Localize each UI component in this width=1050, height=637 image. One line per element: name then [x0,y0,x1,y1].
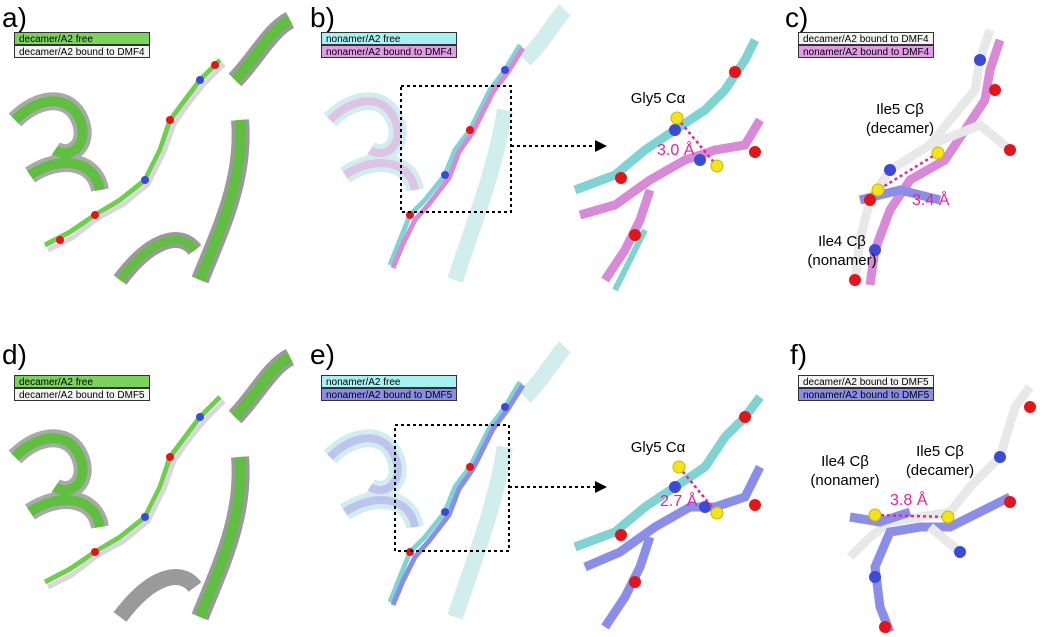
legend-item-nonamer-free-e: nonamer/A2 free [321,375,458,388]
panel-label-d: d) [2,339,27,370]
structure-image-d [8,348,295,622]
structure-image-a [8,11,295,285]
atom-marker-gly5-b [670,111,684,125]
legend-e: nonamer/A2 free nonamer/A2 bound to DMF5 [321,375,458,401]
atom-label-gly5-e: Gly5 Cα [630,439,686,456]
panel-d: d) decamer/A2 free decamer/A2 bound to D… [0,337,300,637]
panel-b: b) nonamer/A2 free nonamer/A2 bound to D… [305,0,775,300]
panel-label-a: a) [2,2,27,33]
panel-c: c) decamer/A2 bound to DMF4 nonamer/A2 b… [780,0,1050,300]
legend-item-nonamer-dmf4: nonamer/A2 bound to DMF4 [321,45,458,58]
panel-label-c: c) [785,2,809,33]
distance-label-e: 2.7 Å [660,493,698,510]
legend-item-decamer-free: decamer/A2 free [14,32,150,45]
legend-c: decamer/A2 bound to DMF4 nonamer/A2 boun… [798,32,935,58]
panel-f: f) decamer/A2 bound to DMF5 nonamer/A2 b… [780,337,1050,637]
distance-label-b: 3.0 Å [657,142,695,159]
legend-item-nonamer-dmf5: nonamer/A2 bound to DMF5 [321,388,458,401]
distance-label-c: 3.4 Å [912,192,950,209]
legend-a: decamer/A2 free decamer/A2 bound to DMF4 [14,32,150,58]
legend-item-decamer-dmf4-c: decamer/A2 bound to DMF4 [798,32,935,45]
panel-label-f: f) [790,339,808,370]
legend-item-decamer-dmf5: decamer/A2 bound to DMF5 [14,388,150,401]
legend-b: nonamer/A2 free nonamer/A2 bound to DMF4 [321,32,458,58]
atom-label-gly5-b: Gly5 Cα [630,90,686,107]
panel-label-b: b) [310,2,335,33]
legend-item-nonamer-dmf4-c: nonamer/A2 bound to DMF4 [798,45,935,58]
atom-label-ile5-c: Ile5 Cβ (decamer) [865,101,935,137]
panel-label-e: e) [310,339,335,370]
legend-d: decamer/A2 free decamer/A2 bound to DMF5 [14,375,150,401]
distance-label-f: 3.8 Å [890,492,928,509]
atom-label-ile4-f: Ile4 Cβ (nonamer) [810,453,880,489]
legend-item-nonamer-dmf5-f: nonamer/A2 bound to DMF5 [798,388,935,401]
structure-image-e [323,341,765,630]
atom-marker-gly5-e [672,460,686,474]
structure-image-f [846,384,1036,634]
structure-image-b [323,4,764,292]
panel-e: e) nonamer/A2 free nonamer/A2 bound to D… [305,337,775,637]
panel-a: a) decamer/A2 free decamer/A2 bound to D… [0,0,300,300]
structure-image-c [849,28,1016,286]
atom-label-ile4-c: Ile4 Cβ (nonamer) [807,233,877,269]
zoom-box-b [400,85,512,213]
legend-f: decamer/A2 bound to DMF5 nonamer/A2 boun… [798,375,935,401]
legend-item-decamer-free-d: decamer/A2 free [14,375,150,388]
atom-label-ile5-f: Ile5 Cβ (decamer) [905,443,975,479]
legend-item-nonamer-free: nonamer/A2 free [321,32,458,45]
legend-item-decamer-dmf4: decamer/A2 bound to DMF4 [14,45,150,58]
legend-item-decamer-dmf5-f: decamer/A2 bound to DMF5 [798,375,935,388]
